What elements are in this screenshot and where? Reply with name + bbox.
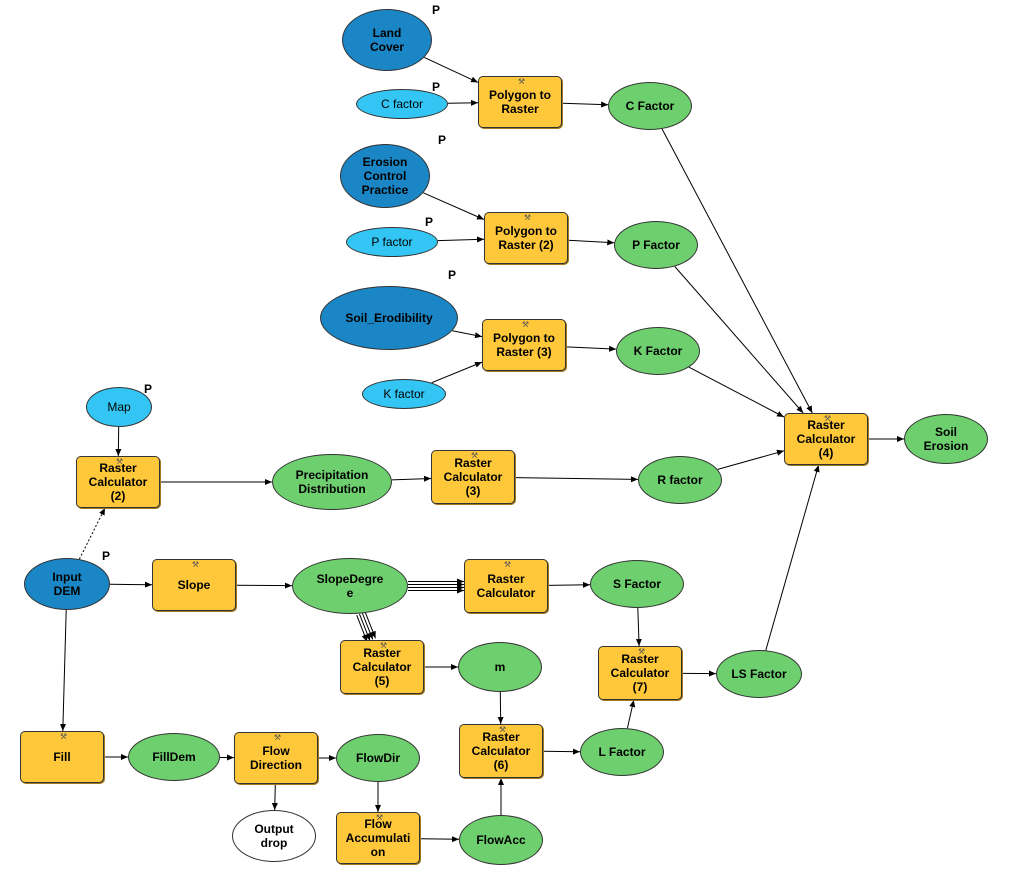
connector-p-factor-param-to-poly-raster-2[interactable] (437, 236, 485, 243)
node-flow-direction[interactable]: Flow Direction⚒ (234, 732, 318, 784)
node-c-factor-param[interactable]: C factor (356, 89, 448, 119)
node-land-cover[interactable]: Land Cover (342, 9, 432, 71)
parameter-marker: P (102, 549, 111, 563)
node-precipitation-distribution[interactable]: Precipitation Distribution (272, 454, 392, 510)
connector-precip-to-raster-calc-3[interactable] (391, 475, 432, 482)
connector-r-factor-to-raster-calc-4[interactable] (717, 449, 785, 470)
node-k-factor[interactable]: K Factor (616, 327, 700, 375)
connector-soil-erodibility-to-poly-raster-3[interactable] (452, 330, 483, 339)
connector-flow-direction-to-output-drop[interactable] (271, 783, 278, 811)
hammer-icon: ⚒ (273, 733, 282, 742)
connector-p-factor-to-raster-calc-4[interactable] (674, 266, 804, 414)
hammer-icon: ⚒ (498, 725, 507, 734)
node-raster-calculator-5[interactable]: Raster Calculator (5)⚒ (340, 640, 424, 694)
node-k-factor-param[interactable]: K factor (362, 379, 446, 409)
node-map[interactable]: Map (86, 387, 152, 427)
node-p-factor-param[interactable]: P factor (346, 227, 438, 257)
connector-slope-degree-to-raster-calc-5[interactable] (356, 615, 368, 642)
node-output-drop[interactable]: Output drop (232, 810, 316, 862)
node-raster-calculator[interactable]: Raster Calculator⚒ (464, 559, 548, 613)
parameter-marker: P (448, 268, 457, 282)
hammer-icon: ⚒ (521, 320, 530, 329)
connector-input-dem-to-raster-calc-2[interactable] (78, 507, 106, 560)
hammer-icon: ⚒ (59, 732, 68, 741)
node-polygon-to-raster[interactable]: Polygon to Raster⚒ (478, 76, 562, 128)
hammer-icon: ⚒ (523, 213, 532, 222)
connector-k-factor-param-to-poly-raster-3[interactable] (431, 361, 483, 384)
node-c-factor[interactable]: C Factor (608, 82, 692, 130)
parameter-marker: P (432, 3, 441, 17)
node-r-factor[interactable]: R factor (638, 456, 722, 504)
connector-slope-degree-to-raster-calc-5[interactable] (361, 612, 374, 640)
connector-land-cover-to-poly-raster[interactable] (424, 56, 479, 83)
connector-ls-factor-to-raster-calc-4[interactable] (765, 464, 820, 651)
hammer-icon: ⚒ (115, 457, 124, 466)
node-flow-acc[interactable]: FlowAcc (459, 815, 543, 865)
node-polygon-to-raster-2[interactable]: Polygon to Raster (2)⚒ (484, 212, 568, 264)
parameter-marker: P (144, 382, 153, 396)
parameter-marker: P (432, 80, 441, 94)
hammer-icon: ⚒ (191, 560, 200, 569)
node-slope-degree[interactable]: SlopeDegre e (292, 558, 408, 614)
hammer-icon: ⚒ (379, 641, 388, 650)
connector-poly-raster-3-to-k-factor[interactable] (565, 345, 617, 352)
parameter-marker: P (425, 215, 434, 229)
node-raster-calculator-4[interactable]: Raster Calculator (4)⚒ (784, 413, 868, 465)
node-erosion-control-practice[interactable]: Erosion Control Practice (340, 144, 430, 208)
hammer-icon: ⚒ (823, 414, 832, 423)
node-input-dem[interactable]: Input DEM (24, 558, 110, 610)
node-raster-calculator-3[interactable]: Raster Calculator (3)⚒ (431, 450, 515, 504)
connector-flow-accumulation-to-flow-acc[interactable] (419, 836, 460, 843)
parameter-marker: P (438, 133, 447, 147)
node-slope[interactable]: Slope⚒ (152, 559, 236, 611)
hammer-icon: ⚒ (637, 647, 646, 656)
connector-s-factor-to-raster-calc-7[interactable] (635, 607, 642, 647)
hammer-icon: ⚒ (517, 77, 526, 86)
connector-raster-calc-to-s-factor[interactable] (547, 581, 591, 588)
connector-c-factor-param-to-poly-raster[interactable] (447, 99, 479, 106)
connector-poly-raster-to-c-factor[interactable] (561, 101, 609, 108)
connector-slope-degree-to-raster-calc-5[interactable] (359, 613, 371, 641)
hammer-icon: ⚒ (503, 560, 512, 569)
connector-poly-raster-2-to-p-factor[interactable] (567, 239, 615, 246)
connector-raster-calc-3-to-r-factor[interactable] (514, 476, 639, 483)
connector-slope-degree-to-raster-calc-5[interactable] (364, 611, 376, 639)
node-ls-factor[interactable]: LS Factor (716, 650, 802, 698)
node-flow-accumulation[interactable]: Flow Accumulati on⚒ (336, 812, 420, 864)
node-m[interactable]: m (458, 642, 542, 692)
node-soil-erosion[interactable]: Soil Erosion (904, 414, 988, 464)
node-raster-calculator-7[interactable]: Raster Calculator (7)⚒ (598, 646, 682, 700)
connector-l-factor-to-raster-calc-7[interactable] (626, 699, 636, 729)
node-p-factor[interactable]: P Factor (614, 221, 698, 269)
node-l-factor[interactable]: L Factor (580, 728, 664, 776)
connector-erosion-control-to-poly-raster-2[interactable] (423, 192, 485, 220)
hammer-icon: ⚒ (470, 451, 479, 460)
connector-k-factor-to-raster-calc-4[interactable] (688, 366, 785, 418)
connector-c-factor-to-raster-calc-4[interactable] (661, 128, 813, 414)
node-raster-calculator-2[interactable]: Raster Calculator (2)⚒ (76, 456, 160, 508)
node-s-factor[interactable]: S Factor (590, 560, 684, 608)
node-polygon-to-raster-3[interactable]: Polygon to Raster (3)⚒ (482, 319, 566, 371)
node-fill-dem[interactable]: FillDem (128, 733, 220, 781)
node-fill[interactable]: Fill⚒ (20, 731, 104, 783)
node-flow-dir[interactable]: FlowDir (336, 734, 420, 782)
hammer-icon: ⚒ (375, 813, 384, 822)
node-soil-erodibility[interactable]: Soil_Erodibility (320, 286, 458, 350)
connector-input-dem-to-fill[interactable] (59, 609, 67, 732)
node-raster-calculator-6[interactable]: Raster Calculator (6)⚒ (459, 724, 543, 778)
